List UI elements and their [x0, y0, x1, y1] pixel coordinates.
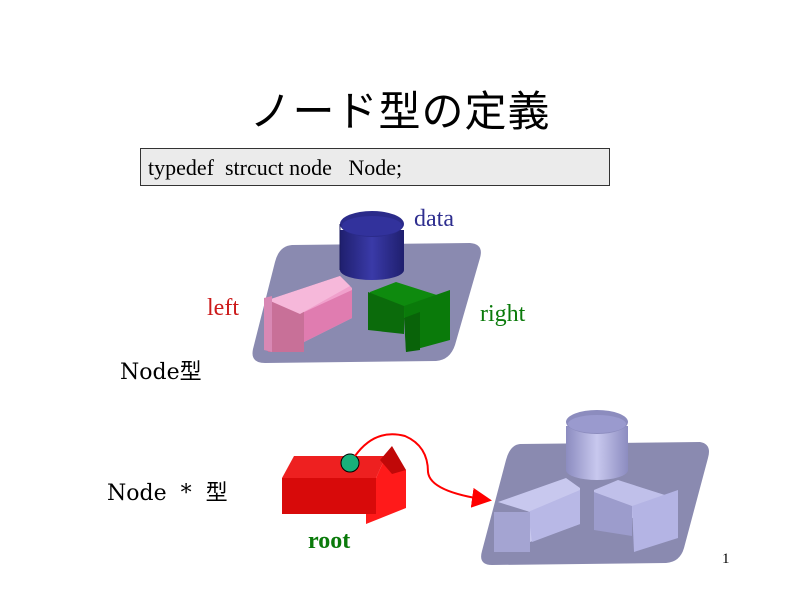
right-field-label: right	[480, 301, 526, 327]
right-field-block	[368, 282, 450, 352]
slide-title: ノード型の定義	[249, 87, 551, 136]
code-box: typedef strcuct node Node;	[140, 148, 610, 186]
page-number: 1	[722, 551, 730, 567]
root-pointer-block	[282, 446, 406, 524]
pointer-arrow	[354, 433, 492, 508]
node-struct-diagram	[252, 211, 481, 363]
node-pointer-type-label: Node * 型	[107, 481, 228, 506]
pointer-origin-dot	[340, 453, 360, 473]
data-field-label: data	[414, 206, 454, 232]
left-field-block	[264, 276, 352, 352]
node-type-label: Node型	[120, 360, 202, 385]
data-field-cylinder	[339, 211, 404, 280]
target-node	[481, 410, 709, 565]
root-label: root	[308, 528, 351, 554]
left-field-label: left	[207, 295, 239, 321]
pointer-diagram	[282, 410, 709, 565]
